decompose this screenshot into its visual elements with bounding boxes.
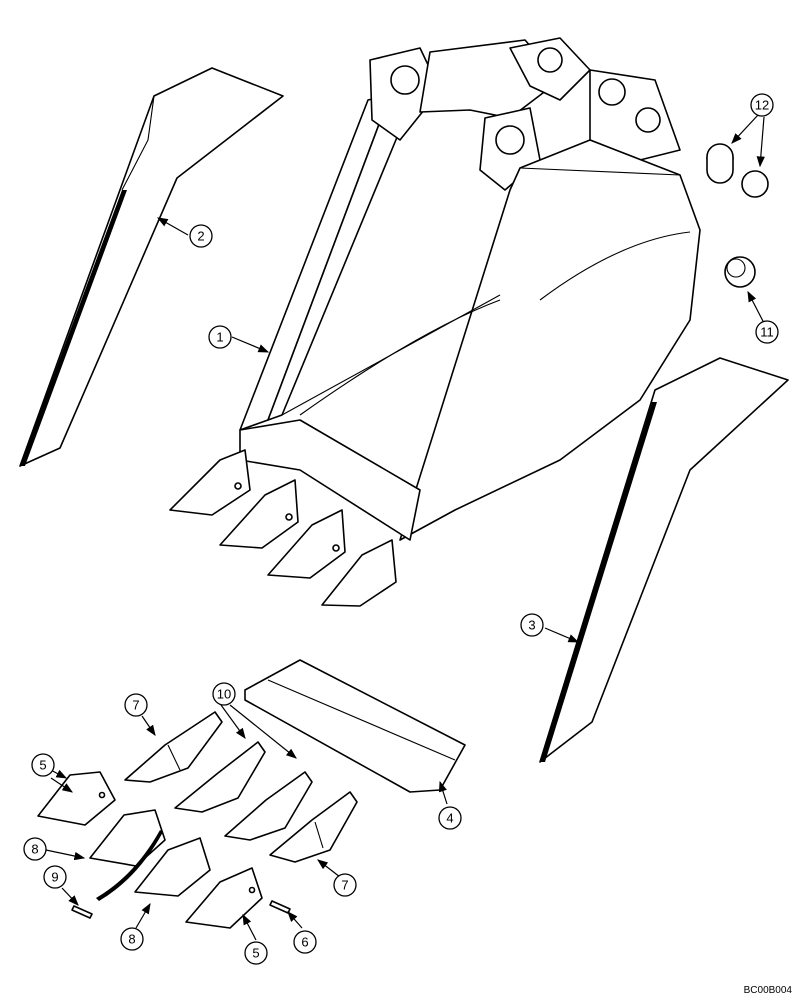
svg-text:11: 11 bbox=[760, 325, 774, 340]
bucket-assembly bbox=[169, 37, 701, 607]
callout-4: 4 bbox=[438, 806, 462, 830]
callout-6: 6 bbox=[293, 930, 317, 954]
callout-12: 12 bbox=[750, 93, 774, 117]
pin-right bbox=[269, 900, 291, 914]
svg-text:5: 5 bbox=[39, 758, 46, 773]
callout-1: 1 bbox=[208, 325, 232, 349]
svg-text:7: 7 bbox=[132, 698, 139, 713]
tooth-upper bbox=[37, 771, 116, 826]
leader-lines bbox=[42, 114, 767, 941]
tooth-retained-upper bbox=[89, 809, 166, 901]
tooth-lower bbox=[185, 867, 263, 929]
svg-text:8: 8 bbox=[128, 932, 135, 947]
callout-9: 9 bbox=[43, 865, 67, 889]
bushing-single bbox=[724, 256, 756, 288]
side-cutter-right bbox=[539, 357, 789, 763]
callout-5-lower: 5 bbox=[244, 941, 268, 965]
adapter-intermediate-1 bbox=[174, 741, 266, 813]
adapter-upper bbox=[124, 711, 223, 783]
svg-text:6: 6 bbox=[301, 935, 308, 950]
svg-text:8: 8 bbox=[31, 842, 38, 857]
svg-text:12: 12 bbox=[755, 98, 769, 113]
svg-text:10: 10 bbox=[217, 687, 231, 702]
svg-text:3: 3 bbox=[528, 618, 535, 633]
tooth-retained-lower bbox=[134, 837, 211, 897]
side-cutter-left bbox=[19, 67, 284, 467]
svg-text:2: 2 bbox=[197, 229, 204, 244]
adapter-intermediate-2 bbox=[224, 771, 313, 841]
svg-text:4: 4 bbox=[446, 811, 453, 826]
svg-text:1: 1 bbox=[216, 330, 223, 345]
svg-text:9: 9 bbox=[51, 870, 58, 885]
callout-8-upper: 8 bbox=[23, 837, 47, 861]
callout-8-lower: 8 bbox=[120, 927, 144, 951]
callout-7-lower: 7 bbox=[333, 873, 357, 897]
svg-text:5: 5 bbox=[252, 946, 259, 961]
drawing-code: BC00B004 bbox=[743, 985, 792, 996]
cutting-edge bbox=[244, 659, 466, 793]
svg-text:7: 7 bbox=[341, 878, 348, 893]
callout-10: 10 bbox=[212, 682, 236, 706]
callout-7-upper: 7 bbox=[124, 693, 148, 717]
callout-3: 3 bbox=[520, 613, 544, 637]
callout-5-upper: 5 bbox=[31, 753, 55, 777]
pin-left bbox=[71, 905, 93, 919]
bushing-pair bbox=[706, 143, 769, 198]
adapter-lower bbox=[269, 791, 358, 863]
callout-2: 2 bbox=[189, 224, 213, 248]
callout-11: 11 bbox=[755, 320, 779, 344]
